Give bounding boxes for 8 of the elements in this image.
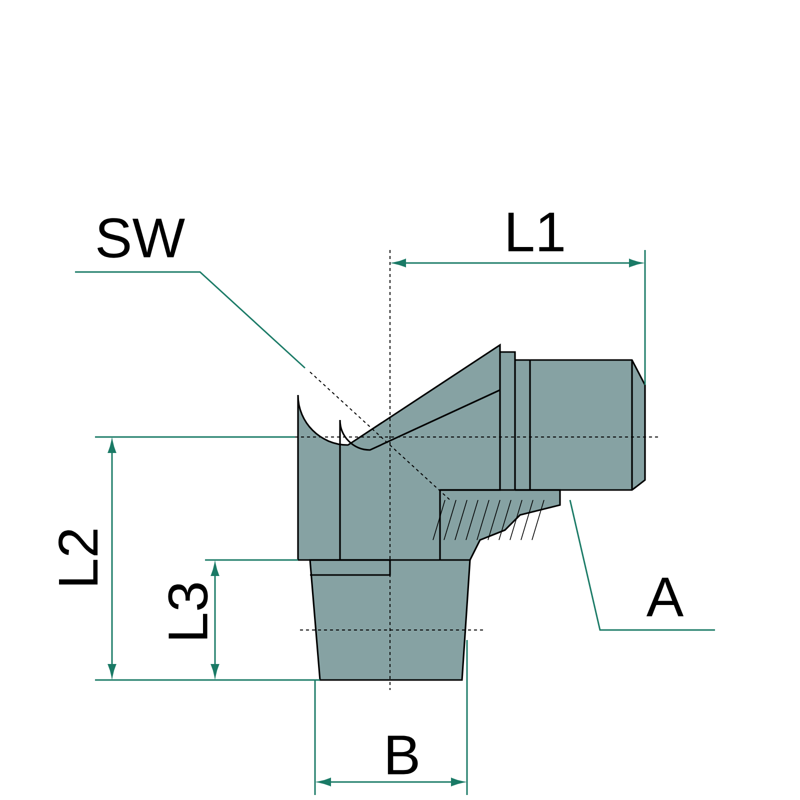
callout-label: A [646, 578, 684, 616]
leader-line [569, 500, 715, 631]
leader-line [75, 271, 306, 369]
dimension-label: L1 [508, 212, 564, 252]
callout-label: SW [97, 218, 185, 258]
dimension-label: B [388, 736, 418, 774]
dimension-label: L2 [58, 530, 98, 585]
dimension-label: L3 [168, 583, 208, 639]
